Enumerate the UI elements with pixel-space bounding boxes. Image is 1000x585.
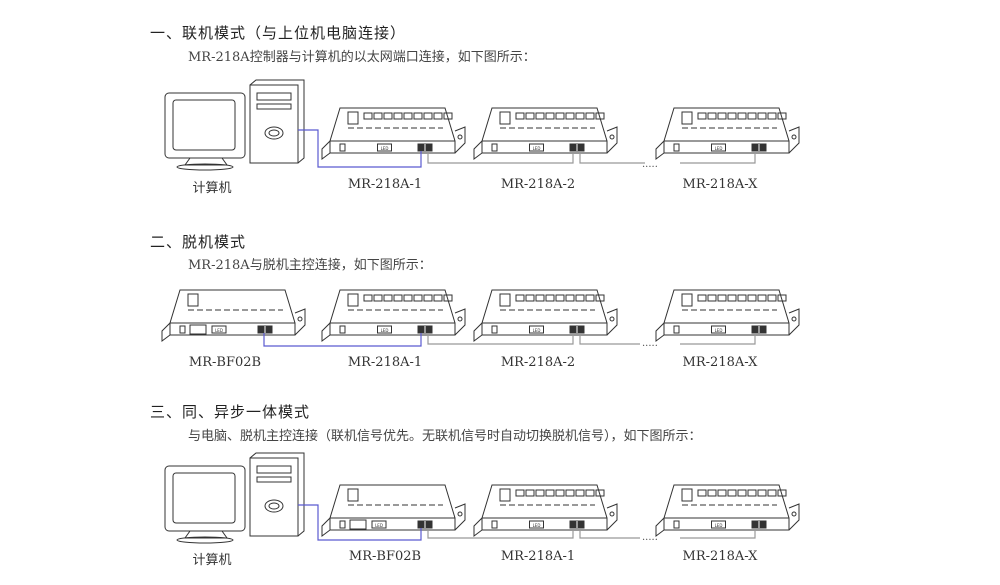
mr218a-device-icon: LED — [655, 484, 800, 537]
svg-text:LED: LED — [715, 146, 723, 151]
svg-text:LED: LED — [381, 328, 389, 333]
mr218a-device-icon: LED — [321, 107, 466, 160]
section-2-heading: 二、脱机模式 — [150, 233, 247, 251]
label-device: MR-218A-1 — [347, 177, 423, 192]
label-computer: 计算机 — [192, 181, 232, 196]
label-device: MR-218A-1 — [500, 549, 576, 564]
ellipsis-mark: ····· — [642, 535, 658, 546]
label-device: MR-218A-1 — [347, 355, 423, 370]
chain-cable — [680, 528, 756, 539]
section-1-description: MR-218A控制器与计算机的以太网端口连接，如下图所示： — [188, 50, 536, 65]
mr-bf02b-controller-icon: LED — [161, 289, 306, 342]
svg-text:LED: LED — [715, 523, 723, 528]
ethernet-cable — [298, 504, 422, 541]
svg-text:LED: LED — [375, 523, 383, 528]
chain-cable — [427, 528, 574, 539]
ellipsis-mark: ····· — [642, 162, 658, 173]
chain-cable — [579, 151, 645, 164]
label-device: MR-BF02B — [188, 355, 262, 370]
svg-text:LED: LED — [533, 523, 541, 528]
label-device: MR-218A-2 — [500, 177, 576, 192]
section-1-heading: 一、联机模式（与上位机电脑连接） — [150, 24, 407, 42]
svg-text:LED: LED — [533, 328, 541, 333]
section-2-description: MR-218A与脱机主控连接，如下图所示： — [188, 258, 432, 273]
svg-text:LED: LED — [215, 328, 223, 333]
svg-text:LED: LED — [381, 146, 389, 151]
label-device: MR-218A-2 — [500, 355, 576, 370]
mr218a-device-icon: LED — [655, 289, 800, 342]
chain-cable — [680, 333, 756, 345]
label-device: MR-218A-X — [682, 355, 758, 370]
svg-text:LED: LED — [715, 328, 723, 333]
ellipsis-mark: ····· — [642, 341, 658, 352]
chain-cable — [427, 151, 574, 164]
mr218a-device-icon: LED — [473, 289, 618, 342]
mr-bf02b-controller-icon: LED — [321, 484, 466, 537]
label-device: MR-BF02B — [348, 549, 422, 564]
mr218a-device-icon: LED — [473, 484, 618, 537]
mr218a-device-icon: LED — [473, 107, 618, 160]
ethernet-cable — [298, 129, 422, 168]
computer-icon — [164, 79, 305, 171]
label-computer: 计算机 — [192, 553, 232, 568]
mr218a-device-icon: LED — [321, 289, 466, 342]
ethernet-cable — [263, 333, 422, 347]
section-3-heading: 三、同、异步一体模式 — [150, 403, 311, 421]
svg-text:LED: LED — [533, 146, 541, 151]
chain-cable — [427, 333, 574, 345]
label-device: MR-218A-X — [682, 177, 758, 192]
mr218a-device-icon: LED — [655, 107, 800, 160]
chain-cable — [579, 333, 640, 345]
computer-icon — [164, 452, 305, 544]
label-device: MR-218A-X — [682, 549, 758, 564]
chain-cable — [680, 151, 756, 164]
chain-cable — [579, 528, 640, 539]
section-3-description: 与电脑、脱机主控连接（联机信号优先。无联机信号时自动切换脱机信号），如下图所示： — [188, 429, 702, 444]
